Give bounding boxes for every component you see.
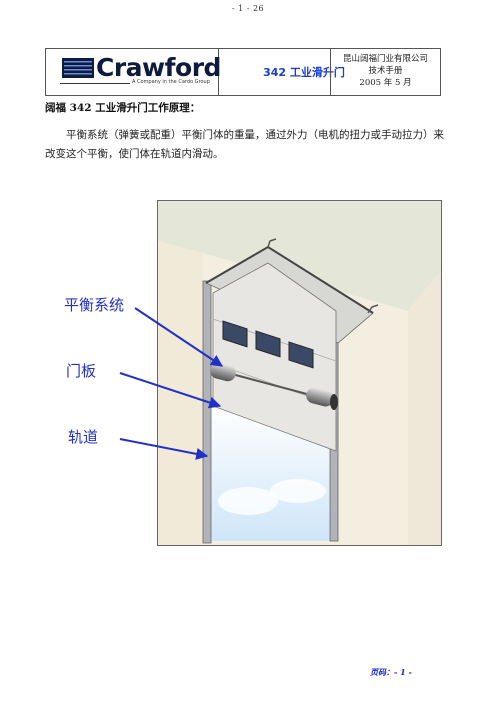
manual-label: 技术手册 bbox=[368, 66, 403, 76]
crawford-logo-mark-icon bbox=[62, 58, 94, 78]
top-page-number: - 1 - 26 bbox=[231, 4, 265, 13]
logo-cell: Crawford A Company in the Cardo Group bbox=[46, 49, 221, 95]
logo-wordmark: Crawford bbox=[96, 53, 221, 82]
logo-divider bbox=[60, 83, 130, 84]
right-wall bbox=[408, 271, 441, 545]
callout-door-panel: 门板 bbox=[66, 362, 97, 380]
door-windows bbox=[222, 320, 314, 369]
ceiling-plane bbox=[158, 201, 441, 311]
callout-track: 轨道 bbox=[68, 428, 99, 446]
right-spring-drum bbox=[306, 387, 334, 407]
left-wall bbox=[158, 241, 203, 545]
page-footer: 页码：- 1 - bbox=[370, 667, 412, 677]
document-title: 342 工业滑升门 bbox=[263, 66, 345, 79]
section-heading: 阔福 342 工业滑升门工作原理： bbox=[45, 102, 201, 114]
door-illustration bbox=[158, 201, 441, 545]
left-track bbox=[202, 280, 212, 544]
callout-balance-system: 平衡系统 bbox=[64, 296, 125, 314]
body-paragraph: 平衡系统（弹簧或配重）平衡门体的重量，通过外力（电机的扭力或手动拉力）来改变这个… bbox=[45, 129, 444, 160]
document-date: 2005 年 5 月 bbox=[359, 78, 412, 88]
document-header: Crawford A Company in the Cardo Group 34… bbox=[45, 48, 441, 96]
company-info: 昆山阔福门业有限公司 技术手册 2005 年 5 月 bbox=[330, 49, 440, 95]
company-name: 昆山阔福门业有限公司 bbox=[342, 54, 428, 64]
door-illustration-frame bbox=[157, 200, 442, 546]
logo-tagline: A Company in the Cardo Group bbox=[132, 79, 210, 85]
